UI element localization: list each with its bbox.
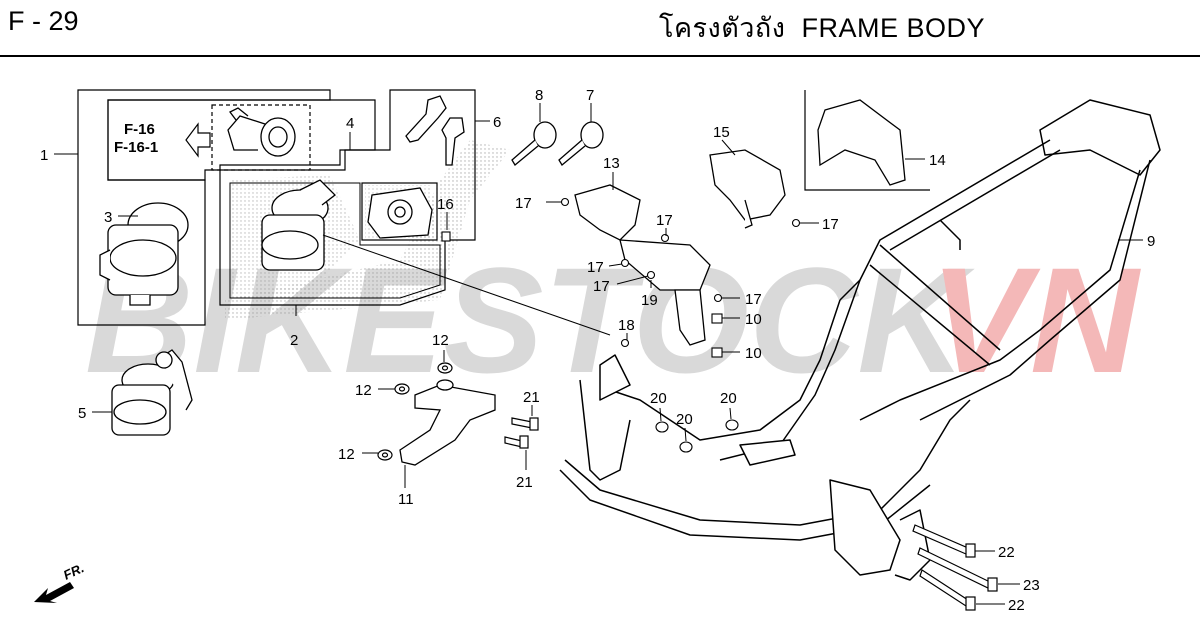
callout-17c: 17: [587, 259, 604, 276]
callout-5: 5: [78, 405, 86, 422]
ignition-switch-2-icon: [261, 179, 336, 271]
front-arrow-icon: [34, 582, 74, 603]
callout-17f: 17: [822, 216, 839, 233]
stay-bracket-11-icon: [399, 379, 496, 466]
ref-label-f16[interactable]: F-16: [124, 121, 155, 138]
ref-arrow-icon: [185, 122, 211, 158]
callout-22b: 22: [1008, 597, 1025, 614]
group-box-2: [219, 89, 476, 306]
callout-7: 7: [586, 87, 594, 104]
callout-labels: 1 2 3 4 5 6 7 8 9 10 10 11 12 12 12 13 1…: [40, 87, 1155, 614]
ignition-switch-5-icon: [111, 349, 193, 436]
callout-20a: 20: [650, 390, 667, 407]
callout-2: 2: [290, 332, 298, 349]
callout-12c: 12: [338, 446, 355, 463]
main-frame-9-icon: [559, 99, 1161, 581]
watermark-text-gray: BIKESTOCK: [85, 236, 975, 404]
ignition-switch-3-icon: [99, 202, 189, 306]
key-8-icon: [511, 121, 557, 166]
leader-lines: [54, 103, 1143, 605]
bracket-14-icon: [817, 99, 906, 186]
ref-label-f16-1[interactable]: F-16-1: [114, 139, 158, 156]
header-divider: [0, 55, 1200, 57]
callout-10b: 10: [745, 345, 762, 362]
callout-17b: 17: [656, 212, 673, 229]
group-box-4: [107, 99, 376, 181]
washers-12: [377, 362, 453, 461]
callout-1: 1: [40, 147, 48, 164]
bolts-21: [504, 417, 539, 449]
bracket-13-icon: [574, 184, 711, 346]
callout-16: 16: [437, 196, 454, 213]
callout-18: 18: [618, 317, 635, 334]
page-code: F - 29: [8, 6, 79, 36]
page-header: F - 29 โครงตัวถัง FRAME BODY: [0, 0, 1200, 57]
callout-17e: 17: [745, 291, 762, 308]
callout-19: 19: [641, 292, 658, 309]
callout-14: 14: [929, 152, 946, 169]
callout-6: 6: [493, 114, 501, 131]
group-boxes: [77, 89, 930, 326]
front-label: FR.: [61, 560, 86, 582]
callout-12a: 12: [432, 332, 449, 349]
callout-13: 13: [603, 155, 620, 172]
shutter-cover-icon: [367, 187, 433, 239]
callout-22a: 22: [998, 544, 1015, 561]
group-box-cover: [361, 182, 438, 241]
callout-20c: 20: [720, 390, 737, 407]
callout-3: 3: [104, 209, 112, 226]
callout-11: 11: [398, 491, 414, 508]
callout-15: 15: [713, 124, 730, 141]
callout-21a: 21: [523, 389, 540, 406]
bolts-22-23: [912, 524, 998, 611]
callout-17d: 17: [593, 278, 610, 295]
key-set-6-icon: [405, 95, 465, 166]
bracket-15-icon: [709, 149, 786, 229]
group-box-14: [804, 90, 930, 191]
page-title: โครงตัวถัง FRAME BODY: [659, 6, 985, 49]
front-direction-indicator: FR.: [34, 560, 86, 603]
callout-9: 9: [1147, 233, 1155, 250]
callout-21b: 21: [516, 474, 533, 491]
callout-23: 23: [1023, 577, 1040, 594]
key-cylinder-icon: [227, 107, 296, 157]
reference-box[interactable]: F-16 F-16-1: [114, 121, 211, 158]
callout-12b: 12: [355, 382, 372, 399]
callout-4: 4: [346, 115, 354, 132]
callout-20b: 20: [676, 411, 693, 428]
key-7-icon: [558, 121, 604, 166]
group-box-sub: [229, 182, 441, 299]
callout-17a: 17: [515, 195, 532, 212]
page-title-thai: โครงตัวถัง: [658, 13, 786, 43]
group-box-key-cyl: [211, 104, 311, 171]
callout-10a: 10: [745, 311, 762, 328]
small-fasteners: [441, 197, 801, 453]
watermark-text-red: VN: [930, 236, 1141, 404]
page-title-en: FRAME BODY: [801, 13, 985, 43]
callout-8: 8: [535, 87, 543, 104]
